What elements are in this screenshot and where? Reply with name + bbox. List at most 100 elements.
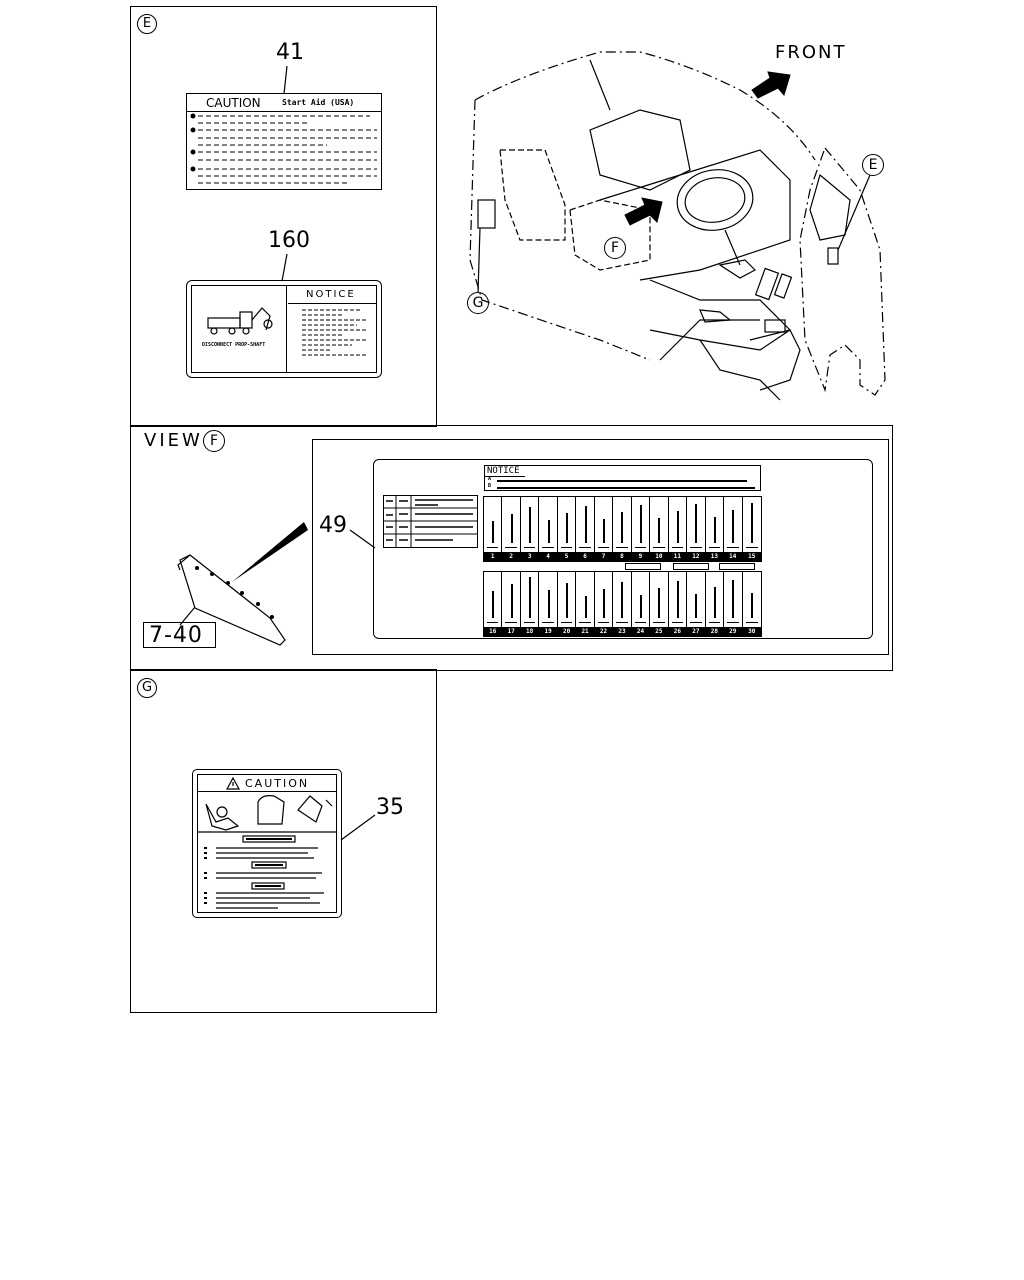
fuse-bar xyxy=(603,589,606,618)
fuse-relay-strip xyxy=(483,562,762,572)
fuse-number: 27 xyxy=(687,627,705,636)
fuse-slot: 22 xyxy=(594,572,614,636)
fuse-bar xyxy=(529,507,532,543)
fuse-bar xyxy=(750,503,753,543)
part-41-label-sticker[interactable]: CAUTION Start Aid (USA) xyxy=(186,93,382,190)
fuse-rating-mark xyxy=(745,621,758,623)
part-35-number: 35 xyxy=(376,795,404,820)
fuse-slot: 8 xyxy=(613,497,632,561)
fuse-rating-mark xyxy=(634,546,647,548)
fuse-rating-mark xyxy=(542,621,554,623)
part-35-label-sticker[interactable]: CAUTION xyxy=(192,769,342,918)
fuse-rating-mark xyxy=(690,546,702,548)
fuse-number: 1 xyxy=(484,552,502,561)
fuse-bar xyxy=(584,596,587,618)
fuse-number: 19 xyxy=(539,627,557,636)
fuse-bar xyxy=(566,583,569,618)
fuse-number: 29 xyxy=(724,627,742,636)
part-7-40-number: 7-40 xyxy=(149,623,203,648)
callout-e-marker: E xyxy=(862,154,884,176)
front-direction-label: FRONT xyxy=(775,42,847,63)
fuse-slot: 26 xyxy=(668,572,688,636)
fuse-bar xyxy=(529,577,532,618)
callout-f-marker: F xyxy=(604,237,626,259)
part-41-caution-title: CAUTION xyxy=(206,96,261,110)
fuse-slot: 24 xyxy=(631,572,651,636)
fuse-rating-mark xyxy=(505,546,517,548)
fuse-rating-mark xyxy=(542,546,554,548)
fuse-slot: 5 xyxy=(557,497,577,561)
fuse-number: 13 xyxy=(705,552,724,561)
fuse-rating-mark xyxy=(579,546,591,548)
fuse-number: 22 xyxy=(594,627,613,636)
part-7-40-box[interactable]: 7-40 xyxy=(143,622,216,648)
part-160-label-sticker[interactable]: NOTICE DISCONNECT PROP-SHAFT xyxy=(186,280,382,378)
part-160-notice-title: NOTICE xyxy=(306,289,356,300)
fuse-rating-mark xyxy=(523,621,536,623)
fuse-slot: 12 xyxy=(687,497,706,561)
fuse-number: 25 xyxy=(650,627,668,636)
fuse-number: 16 xyxy=(484,627,502,636)
part-49-legend-table xyxy=(383,495,478,548)
fuse-bar xyxy=(713,587,716,618)
fuse-rating-mark xyxy=(487,546,499,548)
fuse-bar xyxy=(510,584,513,618)
fuse-rating-mark xyxy=(560,621,573,623)
fuse-slot: 2 xyxy=(502,497,521,561)
fuse-rating-mark xyxy=(560,546,573,548)
fuse-number: 9 xyxy=(631,552,650,561)
fuse-slot: 6 xyxy=(576,497,595,561)
fuse-number: 3 xyxy=(520,552,539,561)
fuse-number: 5 xyxy=(557,552,576,561)
fuse-number: 24 xyxy=(631,627,650,636)
view-f-marker: F xyxy=(203,430,225,452)
fuse-slot: 9 xyxy=(631,497,651,561)
fuse-slot: 17 xyxy=(502,572,521,636)
fuse-bar xyxy=(676,511,679,543)
fuse-bar xyxy=(658,588,661,618)
fuse-bar xyxy=(639,505,642,543)
fuse-bar xyxy=(492,521,495,543)
fuse-rating-mark xyxy=(671,621,684,623)
part-160-caption: DISCONNECT PROP-SHAFT xyxy=(202,342,266,348)
fuse-number: 10 xyxy=(650,552,668,561)
fuse-slot: 18 xyxy=(520,572,540,636)
fuse-bar xyxy=(603,519,606,543)
fuse-rating-mark xyxy=(616,621,628,623)
part-35-caution-title: CAUTION xyxy=(245,777,310,790)
fuse-rating-mark xyxy=(690,621,702,623)
fuse-bar xyxy=(732,510,735,543)
part-49-notice-bullet-b: B xyxy=(488,483,492,489)
fuse-slot: 27 xyxy=(687,572,706,636)
fuse-bar xyxy=(584,506,587,543)
fuse-bar xyxy=(732,580,735,618)
fuse-rating-mark xyxy=(505,621,517,623)
fuse-slot: 11 xyxy=(668,497,688,561)
fuse-rating-mark xyxy=(616,546,628,548)
fuse-slot: 13 xyxy=(705,497,725,561)
fuse-number: 17 xyxy=(502,627,520,636)
fuse-bar xyxy=(510,514,513,543)
fuse-slot: 15 xyxy=(742,497,761,561)
cab-tilt-illustration xyxy=(198,795,336,909)
fuse-number: 20 xyxy=(557,627,576,636)
part-49-outer-frame xyxy=(312,439,889,655)
fuse-number: 11 xyxy=(668,552,687,561)
fuse-number: 26 xyxy=(668,627,687,636)
fuse-number: 21 xyxy=(576,627,594,636)
fuse-slot: 1 xyxy=(484,497,503,561)
fuse-number: 4 xyxy=(539,552,557,561)
fuse-rating-mark xyxy=(708,621,721,623)
fuse-rating-mark xyxy=(597,546,610,548)
fuse-number: 14 xyxy=(724,552,742,561)
fuse-bar xyxy=(750,593,753,618)
part-49-notice-title: NOTICE xyxy=(487,466,520,476)
part-160-number: 160 xyxy=(268,228,310,253)
fuse-number: 30 xyxy=(742,627,761,636)
fuse-number: 23 xyxy=(613,627,631,636)
